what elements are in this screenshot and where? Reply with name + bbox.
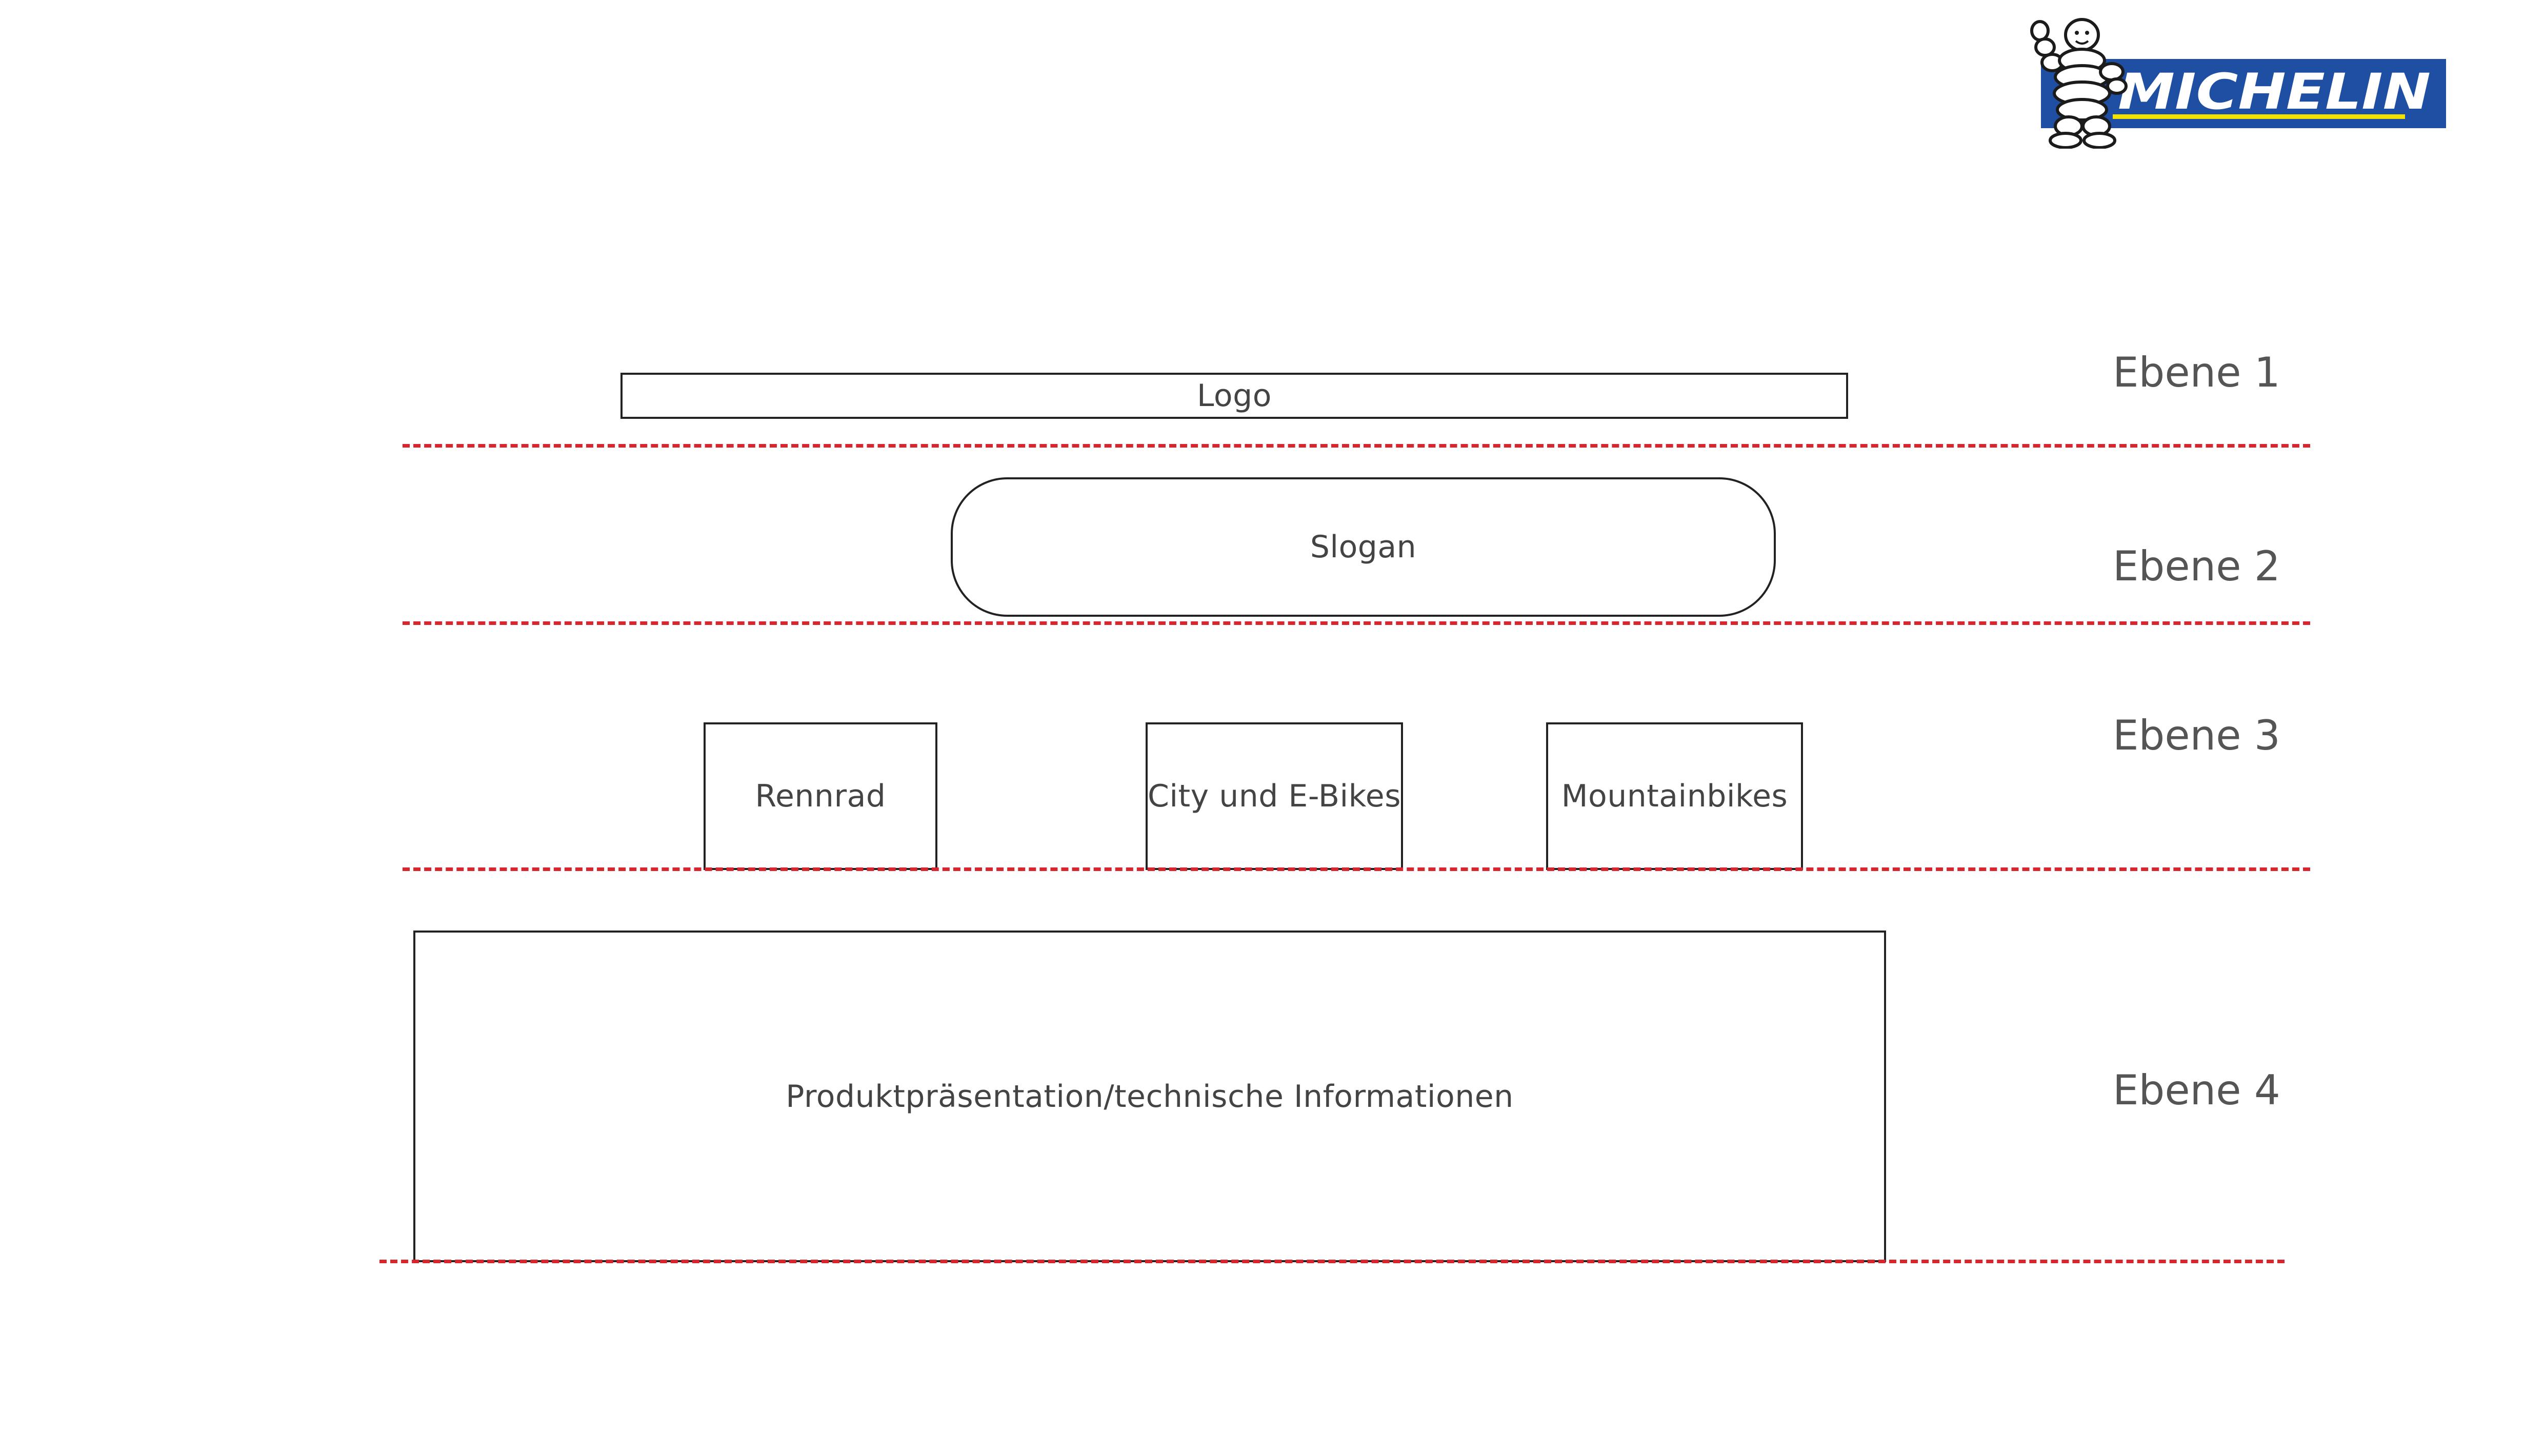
slogan-block-label: Slogan	[1310, 529, 1417, 565]
category-label: Rennrad	[755, 778, 886, 814]
category-block-city-ebikes: City und E-Bikes	[1146, 722, 1403, 870]
product-info-label: Produktpräsentation/technische Informati…	[786, 1078, 1514, 1115]
level-label-3: Ebene 3	[2113, 712, 2280, 759]
category-label: Mountainbikes	[1561, 778, 1788, 814]
category-label: City und E-Bikes	[1148, 778, 1401, 814]
category-block-rennrad: Rennrad	[704, 722, 937, 870]
level-label-2: Ebene 2	[2113, 542, 2280, 590]
logo-block-label: Logo	[1197, 378, 1272, 414]
product-info-block: Produktpräsentation/technische Informati…	[413, 931, 1886, 1262]
level-label-4: Ebene 4	[2113, 1066, 2280, 1114]
michelin-logo: MICHELIN	[2026, 15, 2446, 149]
level-divider-3	[403, 867, 2310, 871]
logo-block: Logo	[620, 373, 1848, 419]
svg-text:MICHELIN: MICHELIN	[2118, 63, 2431, 120]
category-block-mountainbikes: Mountainbikes	[1546, 722, 1803, 870]
level-divider-2	[403, 621, 2310, 625]
level-divider-4	[379, 1260, 2285, 1263]
level-label-1: Ebene 1	[2113, 349, 2280, 396]
level-divider-1	[403, 444, 2310, 448]
slogan-block: Slogan	[951, 477, 1776, 617]
